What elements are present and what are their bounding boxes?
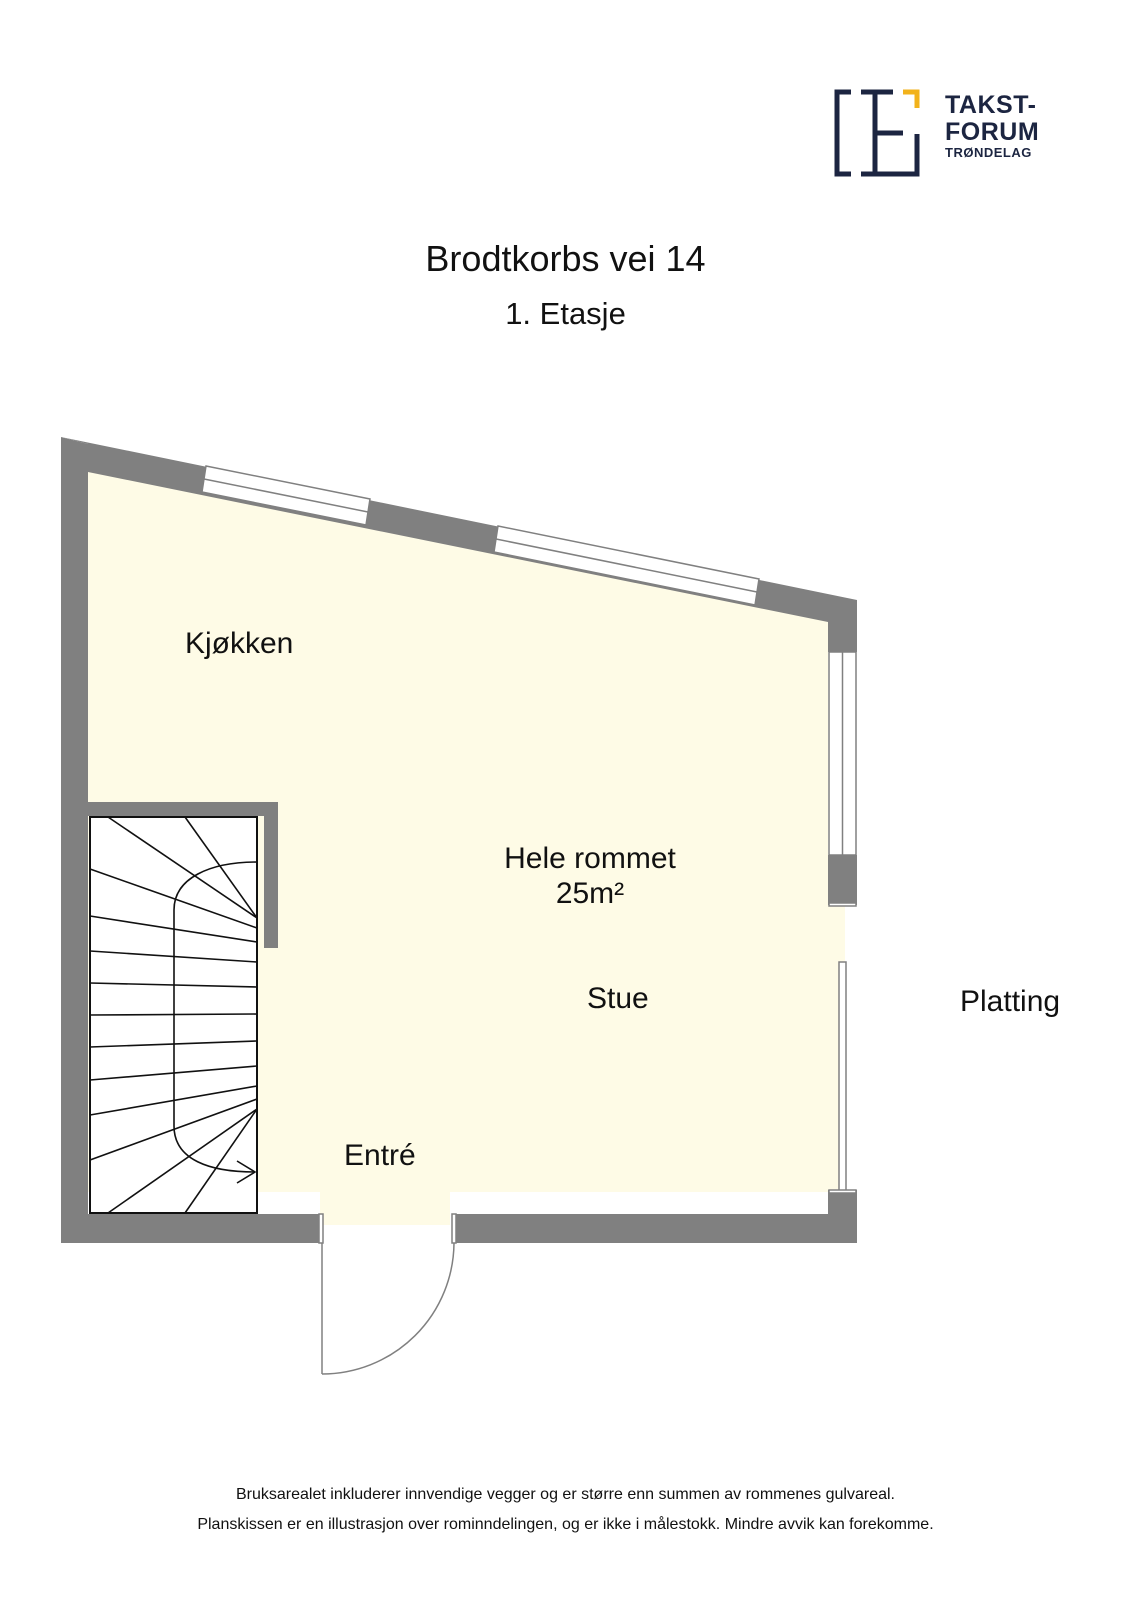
wall-right-upper [828, 600, 857, 652]
logo-line-1: TAKST- [945, 91, 1037, 119]
room-label-kitchen: Kjøkken [185, 627, 294, 660]
sliding-door-right [828, 902, 857, 1194]
logo-line-2: FORUM [945, 118, 1040, 146]
room-label-deck: Platting [960, 985, 1061, 1018]
wall-left [61, 437, 88, 1214]
room-label-total: Hele rommet [504, 842, 676, 875]
company-logo: TAKST- FORUM TRØNDELAG [833, 88, 1053, 180]
wall-bottom-right [456, 1214, 857, 1243]
wall-bottom-left [61, 1214, 319, 1243]
room-label-living: Stue [587, 982, 649, 1015]
footer-note-area: Bruksarealet inkluderer innvendige vegge… [236, 1486, 895, 1503]
staircase [89, 816, 258, 1214]
page-title: Brodtkorbs vei 14 [425, 238, 706, 279]
window-top-2 [493, 525, 760, 606]
footer-note-disclaimer: Planskissen er en illustrasjon over romi… [197, 1516, 934, 1533]
window-right [828, 651, 857, 856]
window-top-1 [201, 465, 371, 526]
wall-right-mid [828, 855, 857, 905]
floor-subtitle: 1. Etasje [505, 296, 626, 331]
room-label-entrance: Entré [344, 1139, 416, 1172]
logo-mark-icon [834, 89, 920, 177]
floor-area [88, 470, 845, 1192]
entrance-door [318, 1213, 457, 1375]
room-area-total: 25m² [555, 877, 625, 910]
logo-line-3: TRØNDELAG [945, 145, 1032, 160]
